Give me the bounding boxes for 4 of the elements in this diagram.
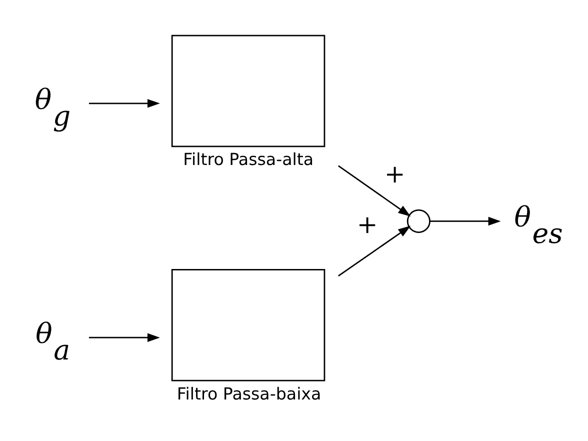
node-label: Filtro Passa-alta [183,150,314,170]
edge-label: + [356,210,378,239]
node-label: Filtro Passa-baixa [176,384,322,404]
edge-label: + [384,159,406,188]
